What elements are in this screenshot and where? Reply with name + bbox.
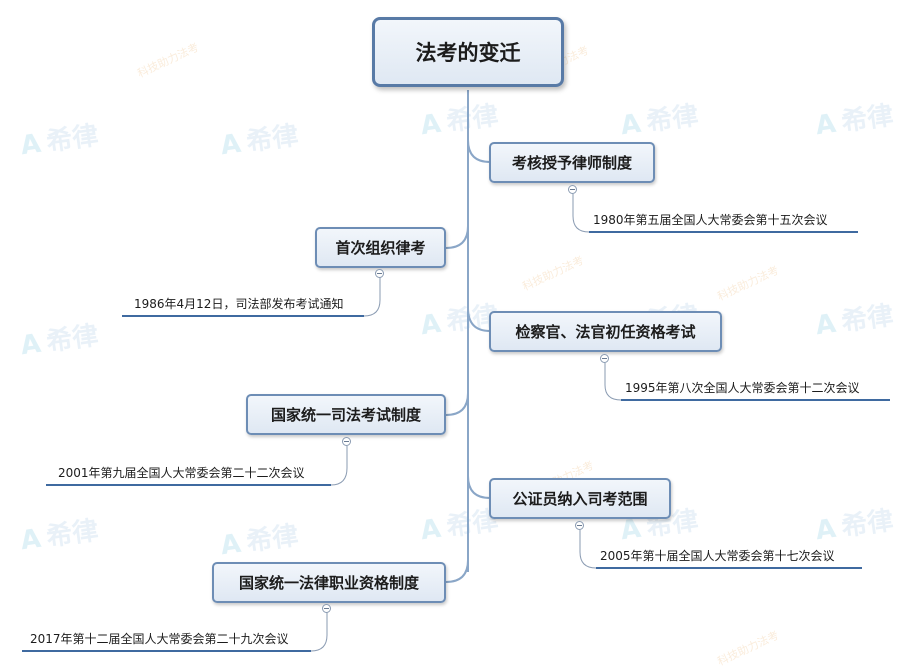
stem-line-5 <box>579 530 597 569</box>
branch-line-2 <box>445 225 469 249</box>
collapse-toggle-icon[interactable] <box>375 269 384 278</box>
stem-line-3 <box>604 363 622 401</box>
stem-line-4 <box>330 446 348 486</box>
topic-label: 国家统一法律职业资格制度 <box>238 574 419 592</box>
topic-notary-inclusion[interactable]: 公证员纳入司考范围 <box>489 478 671 519</box>
topic-lawyer-qualification[interactable]: 考核授予律师制度 <box>489 142 655 183</box>
root-topic-label: 法考的变迁 <box>415 41 521 65</box>
topic-label: 首次组织律考 <box>335 239 426 257</box>
topic-prosecutor-judge-exam[interactable]: 检察官、法官初任资格考试 <box>489 311 722 352</box>
collapse-toggle-icon[interactable] <box>575 521 584 530</box>
collapse-toggle-icon[interactable] <box>322 604 331 613</box>
branch-line-3 <box>467 307 491 332</box>
collapse-toggle-icon[interactable] <box>342 437 351 446</box>
stem-line-2 <box>363 278 381 317</box>
topic-label: 考核授予律师制度 <box>511 154 632 172</box>
collapse-toggle-icon[interactable] <box>568 185 577 194</box>
subtopic-detail[interactable]: 2001年第九届全国人大常委会第二十二次会议 <box>58 466 305 480</box>
collapse-toggle-icon[interactable] <box>600 354 609 363</box>
topic-national-judicial-exam[interactable]: 国家统一司法考试制度 <box>246 394 446 435</box>
stem-line-6 <box>310 612 328 652</box>
root-topic[interactable]: 法考的变迁 <box>372 17 564 87</box>
subtopic-detail[interactable]: 1995年第八次全国人大常委会第十二次会议 <box>625 381 860 395</box>
topic-first-lawyer-exam[interactable]: 首次组织律考 <box>315 227 446 268</box>
subtopic-detail[interactable]: 2017年第十二届全国人大常委会第二十九次会议 <box>30 632 289 646</box>
topic-label: 检察官、法官初任资格考试 <box>515 323 696 341</box>
subtopic-detail[interactable]: 2005年第十届全国人大常委会第十七次会议 <box>600 549 835 563</box>
branch-line-5 <box>467 475 491 499</box>
branch-line-1 <box>467 139 491 163</box>
branch-line-6 <box>445 559 469 583</box>
subtopic-detail[interactable]: 1986年4月12日，司法部发布考试通知 <box>134 297 344 311</box>
subtopic-detail[interactable]: 1980年第五届全国人大常委会第十五次会议 <box>593 213 828 227</box>
topic-label: 国家统一司法考试制度 <box>270 406 421 424</box>
topic-label: 公证员纳入司考范围 <box>512 490 648 508</box>
stem-line-1 <box>572 194 590 233</box>
branch-line-4 <box>445 392 469 416</box>
topic-legal-profession-qualification[interactable]: 国家统一法律职业资格制度 <box>212 562 446 603</box>
